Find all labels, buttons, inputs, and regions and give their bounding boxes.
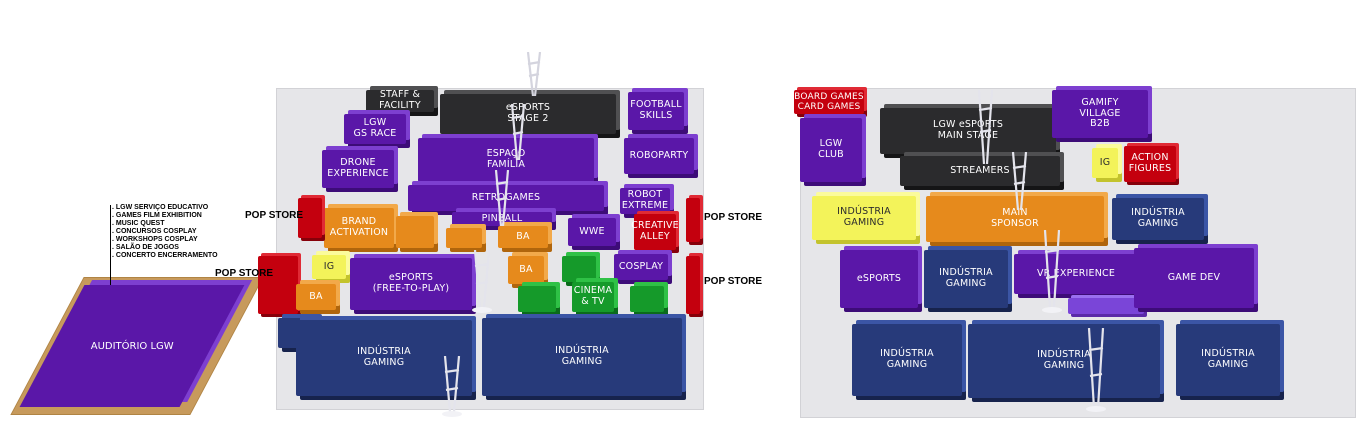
pop-store-label: POP STORE [704, 212, 762, 223]
auditorium-activity: . WORKSHOPS COSPLAY [112, 236, 198, 243]
truss-tower-icon [510, 104, 526, 160]
truss-tower-icon [1086, 328, 1106, 412]
booth-board-card-games[interactable]: BOARD GAMES CARD GAMES [794, 90, 864, 114]
booth-esports-free-to-play[interactable]: eSPORTS (FREE-TO-PLAY) [350, 258, 472, 310]
truss-tower-icon [977, 90, 994, 164]
booth-industria-gaming[interactable]: INDÚSTRIA GAMING [296, 320, 472, 396]
auditorium-callout-line [110, 205, 111, 285]
booth-industria-gaming[interactable]: INDÚSTRIA GAMING [924, 250, 1008, 308]
booth-roboparty[interactable]: ROBOPARTY [624, 138, 694, 174]
booth-ig[interactable]: IG [312, 255, 346, 279]
booth-drone-experience[interactable]: DRONE EXPERIENCE [322, 150, 394, 188]
booth-main-sponsor[interactable]: MAIN SPONSOR [926, 196, 1104, 242]
truss-tower-icon [1011, 152, 1028, 210]
auditorium-activity: . SALÃO DE JOGOS [112, 244, 179, 251]
booth-game-dev[interactable]: GAME DEV [1134, 248, 1254, 308]
pop-store-label: POP STORE [704, 276, 762, 287]
pop-store-left-upper[interactable] [298, 198, 322, 238]
booth-cinema-tv-right [630, 286, 664, 312]
auditorium-activity: . MUSIC QUEST [112, 220, 165, 227]
booth-action-figures[interactable]: ACTION FIGURES [1124, 146, 1176, 182]
booth-robot-extreme[interactable]: ROBOT EXTREME [620, 188, 670, 214]
booth-esports-stage-2[interactable]: eSPORTS STAGE 2 [440, 94, 616, 134]
truss-tower-icon [472, 250, 492, 313]
auditorium-activity: . LGW SERVIÇO EDUCATIVO [112, 204, 209, 211]
booth-pinball[interactable]: PINBALL [452, 212, 552, 226]
truss-tower-icon [494, 170, 510, 226]
booth-brand-activation[interactable]: BRAND ACTIVATION [324, 208, 394, 248]
truss-tower-icon [442, 356, 462, 417]
booth-creative-alley[interactable]: CREATIVE ALLEY [631, 214, 679, 250]
booth-industria-gaming[interactable]: INDÚSTRIA GAMING [482, 318, 682, 396]
pop-store-left-lower[interactable] [258, 256, 298, 314]
truss-tower-icon [1042, 230, 1062, 313]
booth-gamify-village-b2b[interactable]: GAMIFY VILLAGE B2B [1052, 90, 1148, 138]
pop-store-right-lower[interactable] [686, 256, 700, 314]
auditorium-activity: . CONCURSOS COSPLAY [112, 228, 197, 235]
booth-industria-gaming[interactable]: INDÚSTRIA GAMING [1176, 324, 1280, 396]
auditorium-block[interactable]: AUDITÓRIO LGW [19, 285, 245, 407]
auditorium-activity: . CONCERTO ENCERRAMENTO [112, 252, 218, 259]
booth-industria-gaming-yellow[interactable]: INDÚSTRIA GAMING [812, 196, 916, 240]
booth-ba[interactable]: BA [498, 226, 548, 248]
booth-cosplay[interactable]: COSPLAY [614, 254, 668, 280]
auditorium-label: AUDITÓRIO LGW [90, 340, 174, 352]
booth-industria-gaming[interactable]: INDÚSTRIA GAMING [852, 324, 962, 396]
booth-cinema-tv[interactable]: CINEMA & TV [572, 282, 614, 312]
booth-vr-experience-platform [1068, 298, 1144, 314]
pop-store-label: POP STORE [215, 268, 273, 279]
booth-main-stage[interactable]: LGW eSPORTS MAIN STAGE [880, 108, 1056, 154]
booth-staff-facility[interactable]: STAFF & FACILITY [366, 89, 434, 112]
booth-esports[interactable]: eSPORTS [840, 250, 918, 308]
auditorium-activity-list: . LGW SERVIÇO EDUCATIVO . GAMES FILM EXH… [112, 204, 218, 260]
booth-ba[interactable]: BA [296, 284, 336, 310]
booth-lgw-gs-race[interactable]: LGW GS RACE [344, 114, 406, 144]
truss-tower-icon [526, 52, 542, 96]
booth-football-skills[interactable]: FOOTBALL SKILLS [628, 92, 684, 130]
booth-wwe[interactable]: WWE [568, 218, 616, 246]
booth-cinema-tv-back [562, 256, 596, 282]
booth-lgw-club[interactable]: LGW CLUB [800, 118, 862, 182]
booth-vr-experience[interactable]: VR EXPERIENCE [1014, 254, 1138, 294]
booth-brand-activation-extra [396, 216, 434, 248]
booth-streamers[interactable]: STREAMERS [900, 156, 1060, 186]
booth-industria-gaming[interactable]: INDÚSTRIA GAMING [968, 324, 1160, 398]
pop-store-label: POP STORE [245, 210, 303, 221]
booth-espaco-familia[interactable]: ESPAÇO FAMÍLIA [418, 138, 594, 182]
booth-industria-gaming[interactable]: INDÚSTRIA GAMING [1112, 198, 1204, 240]
booth-cinema-tv-left [518, 286, 556, 312]
auditorium-activity: . GAMES FILM EXHIBITION [112, 212, 202, 219]
pop-store-right-upper[interactable] [686, 198, 700, 242]
booth-ig[interactable]: IG [1092, 148, 1118, 178]
booth-ba[interactable]: BA [508, 256, 544, 284]
booth-brand-activation-extra [446, 228, 482, 248]
